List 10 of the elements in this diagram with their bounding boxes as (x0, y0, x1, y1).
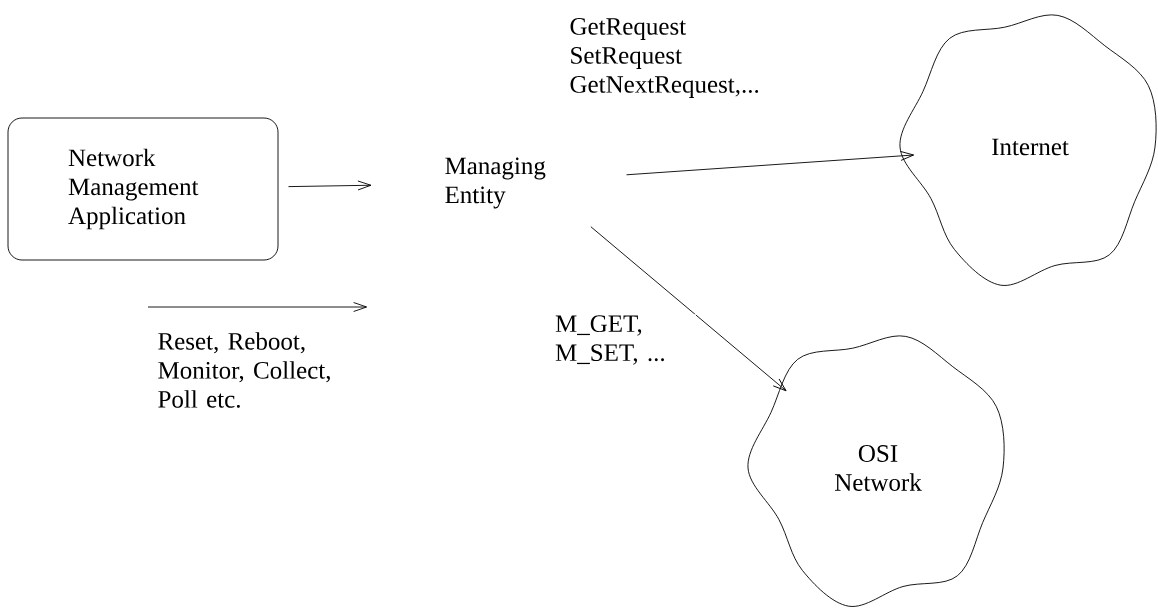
entity-label: Managing Entity (445, 157, 546, 209)
arrow (590, 226, 787, 392)
edge-label: GetRequest SetRequest GetNextRequest,... (568, 17, 776, 99)
network-cloud: OSI Network (747, 335, 1005, 607)
arrow (626, 150, 915, 176)
operation-list: Reset, Reboot, Monitor, Collect, Poll etc. (158, 332, 330, 408)
arrow (288, 180, 372, 191)
edge-label: M_GET, M_SET, ... (554, 314, 696, 366)
network-cloud: Internet (899, 14, 1157, 286)
application-box: Network Management Application (7, 117, 279, 261)
